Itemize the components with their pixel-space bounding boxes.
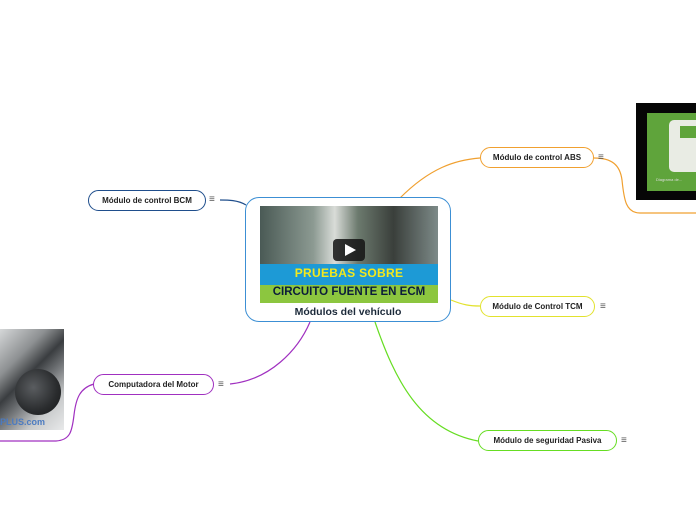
abs-module-image[interactable]: Diagrama de... [636, 103, 696, 200]
node-tcm-label: Módulo de Control TCM [492, 302, 583, 311]
node-abs-label: Módulo de control ABS [492, 153, 582, 162]
node-motor[interactable]: Computadora del Motor [93, 374, 214, 395]
video-title-line2: CIRCUITO FUENTE EN ECM [272, 286, 426, 298]
link-bcm [219, 199, 247, 206]
engine-image-watermark: PLUS.com [0, 417, 46, 427]
note-icon[interactable]: ≡ [209, 194, 215, 205]
note-icon[interactable]: ≡ [600, 301, 606, 312]
node-bcm-label: Módulo de control BCM [102, 196, 192, 205]
play-icon[interactable] [333, 239, 365, 261]
note-icon[interactable]: ≡ [598, 152, 604, 163]
node-pasiva[interactable]: Módulo de seguridad Pasiva [478, 430, 617, 451]
link-abs [399, 157, 481, 199]
link-motor [229, 321, 311, 385]
abs-image-notch [680, 126, 696, 138]
video-banner-green [260, 285, 438, 303]
link-motor-image [0, 383, 95, 442]
central-topic-label: Módulos del vehículo [294, 306, 402, 318]
node-tcm[interactable]: Módulo de Control TCM [480, 296, 595, 317]
link-pasiva [374, 321, 479, 442]
node-pasiva-label: Módulo de seguridad Pasiva [493, 436, 602, 445]
note-icon[interactable]: ≡ [218, 379, 224, 390]
central-topic[interactable]: PRUEBAS SOBRE CIRCUITO FUENTE EN ECM Mód… [245, 197, 451, 322]
video-banner-blue [260, 264, 438, 285]
video-title-line1: PRUEBAS SOBRE [294, 266, 404, 280]
link-abs-image [593, 157, 696, 214]
link-tcm [450, 299, 481, 307]
node-bcm[interactable]: Módulo de control BCM [88, 190, 206, 211]
abs-image-caption: Diagrama de... [656, 177, 683, 182]
video-thumbnail[interactable]: PRUEBAS SOBRE CIRCUITO FUENTE EN ECM [260, 206, 438, 303]
note-icon[interactable]: ≡ [621, 435, 627, 446]
node-motor-label: Computadora del Motor [108, 380, 199, 389]
engine-image-cap [15, 369, 61, 415]
engine-image[interactable]: PLUS.com [0, 329, 64, 430]
node-abs[interactable]: Módulo de control ABS [480, 147, 594, 168]
